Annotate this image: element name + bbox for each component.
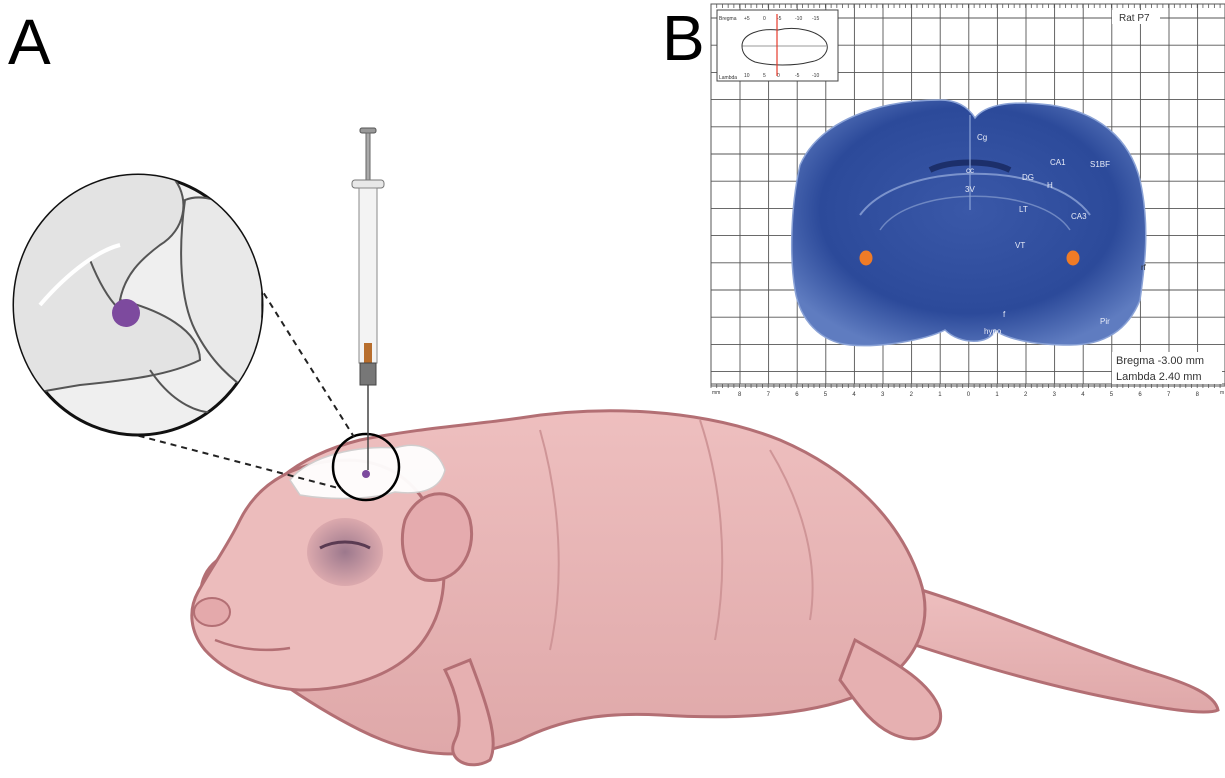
axis-tick-label: 3: [1053, 392, 1057, 398]
region-label-lt: LT: [1019, 205, 1028, 214]
svg-text:-10: -10: [812, 73, 819, 79]
axis-tick-label: 4: [852, 392, 856, 398]
axis-tick-label: 2: [910, 392, 914, 398]
axis-tick-label: 5: [824, 392, 828, 398]
axis-tick-label: 8: [1196, 392, 1200, 398]
axis-unit-right: m: [1220, 390, 1224, 396]
axis-tick-label: 1: [995, 392, 999, 398]
syringe-icon: [352, 128, 384, 470]
inset-bregma-label: Bregma: [719, 16, 737, 22]
axis-tick-label: 1: [938, 392, 942, 398]
region-label-dg: DG: [1022, 173, 1034, 182]
atlas-bregma-label: Bregma -3.00 mm: [1116, 355, 1204, 367]
atlas-lambda-label: Lambda 2.40 mm: [1116, 371, 1202, 383]
svg-text:0: 0: [763, 16, 766, 22]
atlas-axis-labels: 8 7 6 5 4 3 2 1 0 1 2 3 4 5 6 7 8: [738, 392, 1200, 398]
svg-text:5: 5: [763, 73, 766, 79]
axis-tick-label: 7: [1167, 392, 1171, 398]
region-label-vt: VT: [1015, 241, 1025, 250]
region-label-s1bf: S1BF: [1090, 160, 1110, 169]
svg-text:-5: -5: [795, 73, 800, 79]
region-label-cc: cc: [966, 166, 974, 175]
region-label-ca3: CA3: [1071, 212, 1087, 221]
region-label-pir: Pir: [1100, 317, 1110, 326]
axis-tick-label: 6: [1138, 392, 1142, 398]
svg-text:+5: +5: [744, 16, 750, 22]
axis-unit-left: mm: [712, 390, 720, 396]
axis-tick-label: 3: [881, 392, 885, 398]
brain-zoom-inset: [10, 170, 262, 435]
rat-pup-illustration: [192, 411, 1218, 765]
inset-lambda-label: Lambda: [719, 75, 737, 81]
region-label-hypo: hypo: [984, 327, 1002, 336]
region-label-rf: rf: [1141, 263, 1147, 272]
axis-tick-label: 2: [1024, 392, 1028, 398]
atlas-panel: Cg cc CA1 S1BF DG H 3V LT CA3 VT rf f Pi…: [711, 4, 1225, 398]
svg-text:10: 10: [744, 73, 750, 79]
region-label-h: H: [1047, 181, 1053, 190]
axis-tick-label: 0: [967, 392, 971, 398]
svg-text:-5: -5: [777, 16, 782, 22]
coronal-brain-section: [792, 100, 1146, 346]
injection-site-right: [1067, 251, 1080, 266]
region-label-ca1: CA1: [1050, 158, 1066, 167]
region-label-3v: 3V: [965, 185, 975, 194]
injection-site-left: [860, 251, 873, 266]
region-label-cg: Cg: [977, 133, 987, 142]
axis-tick-label: 8: [738, 392, 742, 398]
atlas-title: Rat P7: [1119, 13, 1150, 24]
svg-text:-15: -15: [812, 16, 819, 22]
axis-tick-label: 7: [767, 392, 771, 398]
svg-text:-10: -10: [795, 16, 802, 22]
axis-tick-label: 6: [795, 392, 799, 398]
injection-target-dot: [112, 299, 140, 327]
axis-tick-label: 5: [1110, 392, 1114, 398]
axis-tick-label: 4: [1081, 392, 1085, 398]
atlas-inset: Bregma Lambda +5 0 -5 -10 -15 10 5 0 -5 …: [717, 10, 838, 81]
